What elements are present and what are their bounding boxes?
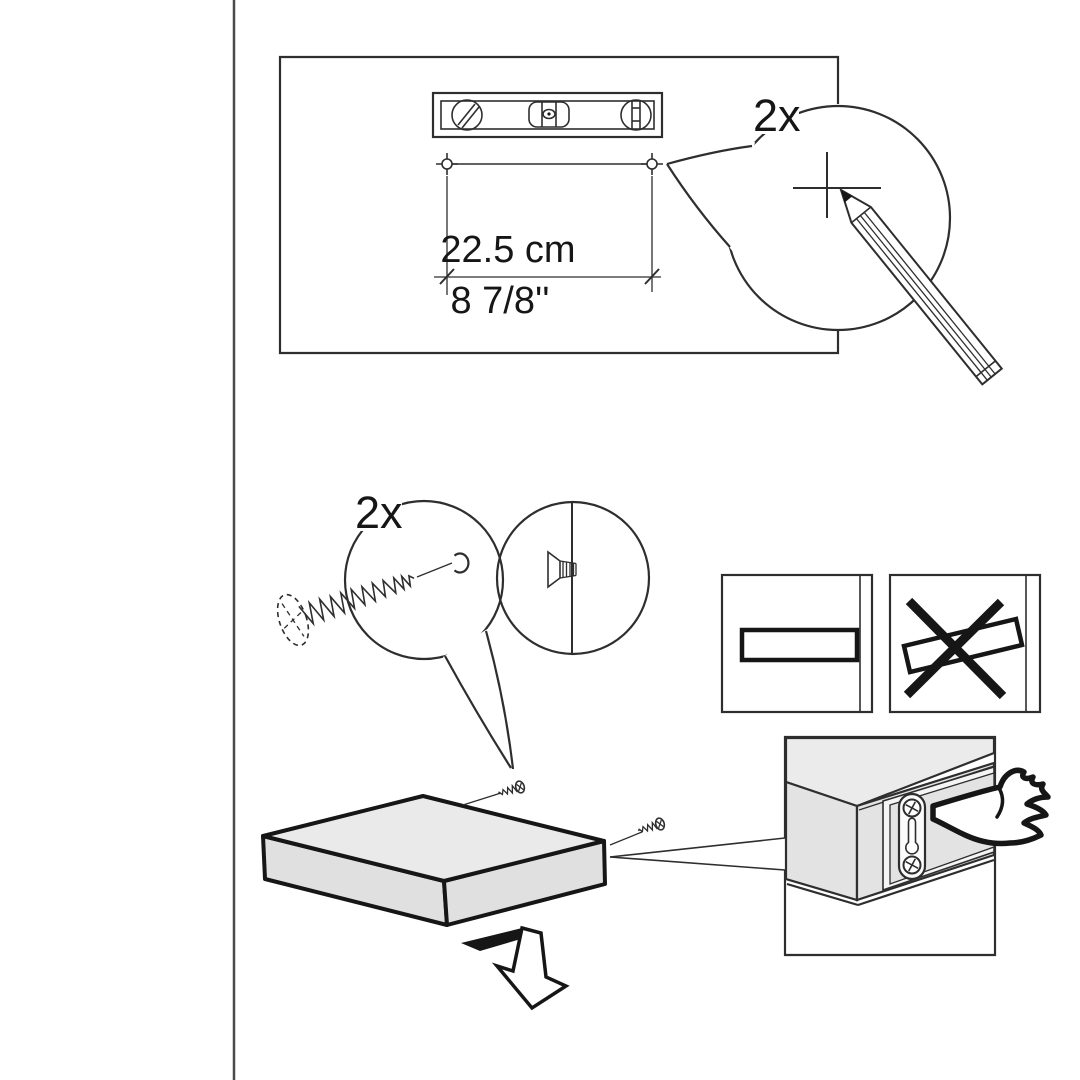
shelf-top-face [261,794,606,883]
pencil-icon [839,187,1004,386]
detail-top-face [784,736,996,808]
wall-outline [278,55,840,355]
pencil-callout: 2x [666,90,1004,386]
wall-screw-icon [276,573,415,647]
callout-tail-left [444,655,512,769]
keyhole-slot [905,817,919,855]
screw-leader-line [416,562,453,578]
screw-install-step: 2x [276,487,651,772]
shelf [261,794,607,927]
slide-down-arrow-icon [461,925,570,1011]
bracket-detail-panel [783,735,1051,957]
screw-leader-right [609,831,643,846]
cross-out-stroke [903,598,1005,699]
level-check [720,573,1042,714]
detail-cone-lower [609,856,786,871]
ok-panel-icon [720,573,874,714]
quantity-label-marks: 2x [753,90,801,141]
callout-circle [343,499,505,661]
dimension-tick-left [439,268,455,285]
quantity-label-screws: 2x [355,487,403,538]
detail-cone-upper [609,837,786,858]
screw-callout: 2x [276,487,515,772]
not-ok-panel-icon [888,573,1042,714]
dimension-imperial-label: 8 7/8'' [450,280,549,322]
shelf-mounting-step [261,735,1051,1011]
keyhole-bracket-icon [897,792,927,881]
drill-marks: 22.5 cm 8 7/8'' [434,153,663,322]
screw-leader-left [462,792,502,806]
flush-screw-callout [495,500,651,656]
spirit-level-icon [431,91,664,139]
mark-target-left-icon [436,153,458,175]
pointing-hand-icon [930,767,1051,847]
hanging-screw-right-icon [635,816,667,838]
wall-marking-step: 22.5 cm 8 7/8'' 2x [278,55,1004,386]
flush-screw-icon [547,550,577,589]
pilot-hole-icon [453,552,470,574]
mark-target-right-icon [641,153,663,175]
cross-mark-icon [793,152,881,218]
hanging-screw-left-icon [495,779,527,801]
callout-tail-lower [666,163,731,248]
callout-tail-right [484,630,515,770]
dimension-metric-label: 22.5 cm [440,229,575,271]
dimension-tick-right [644,268,660,285]
callout-tail-upper [666,144,753,166]
